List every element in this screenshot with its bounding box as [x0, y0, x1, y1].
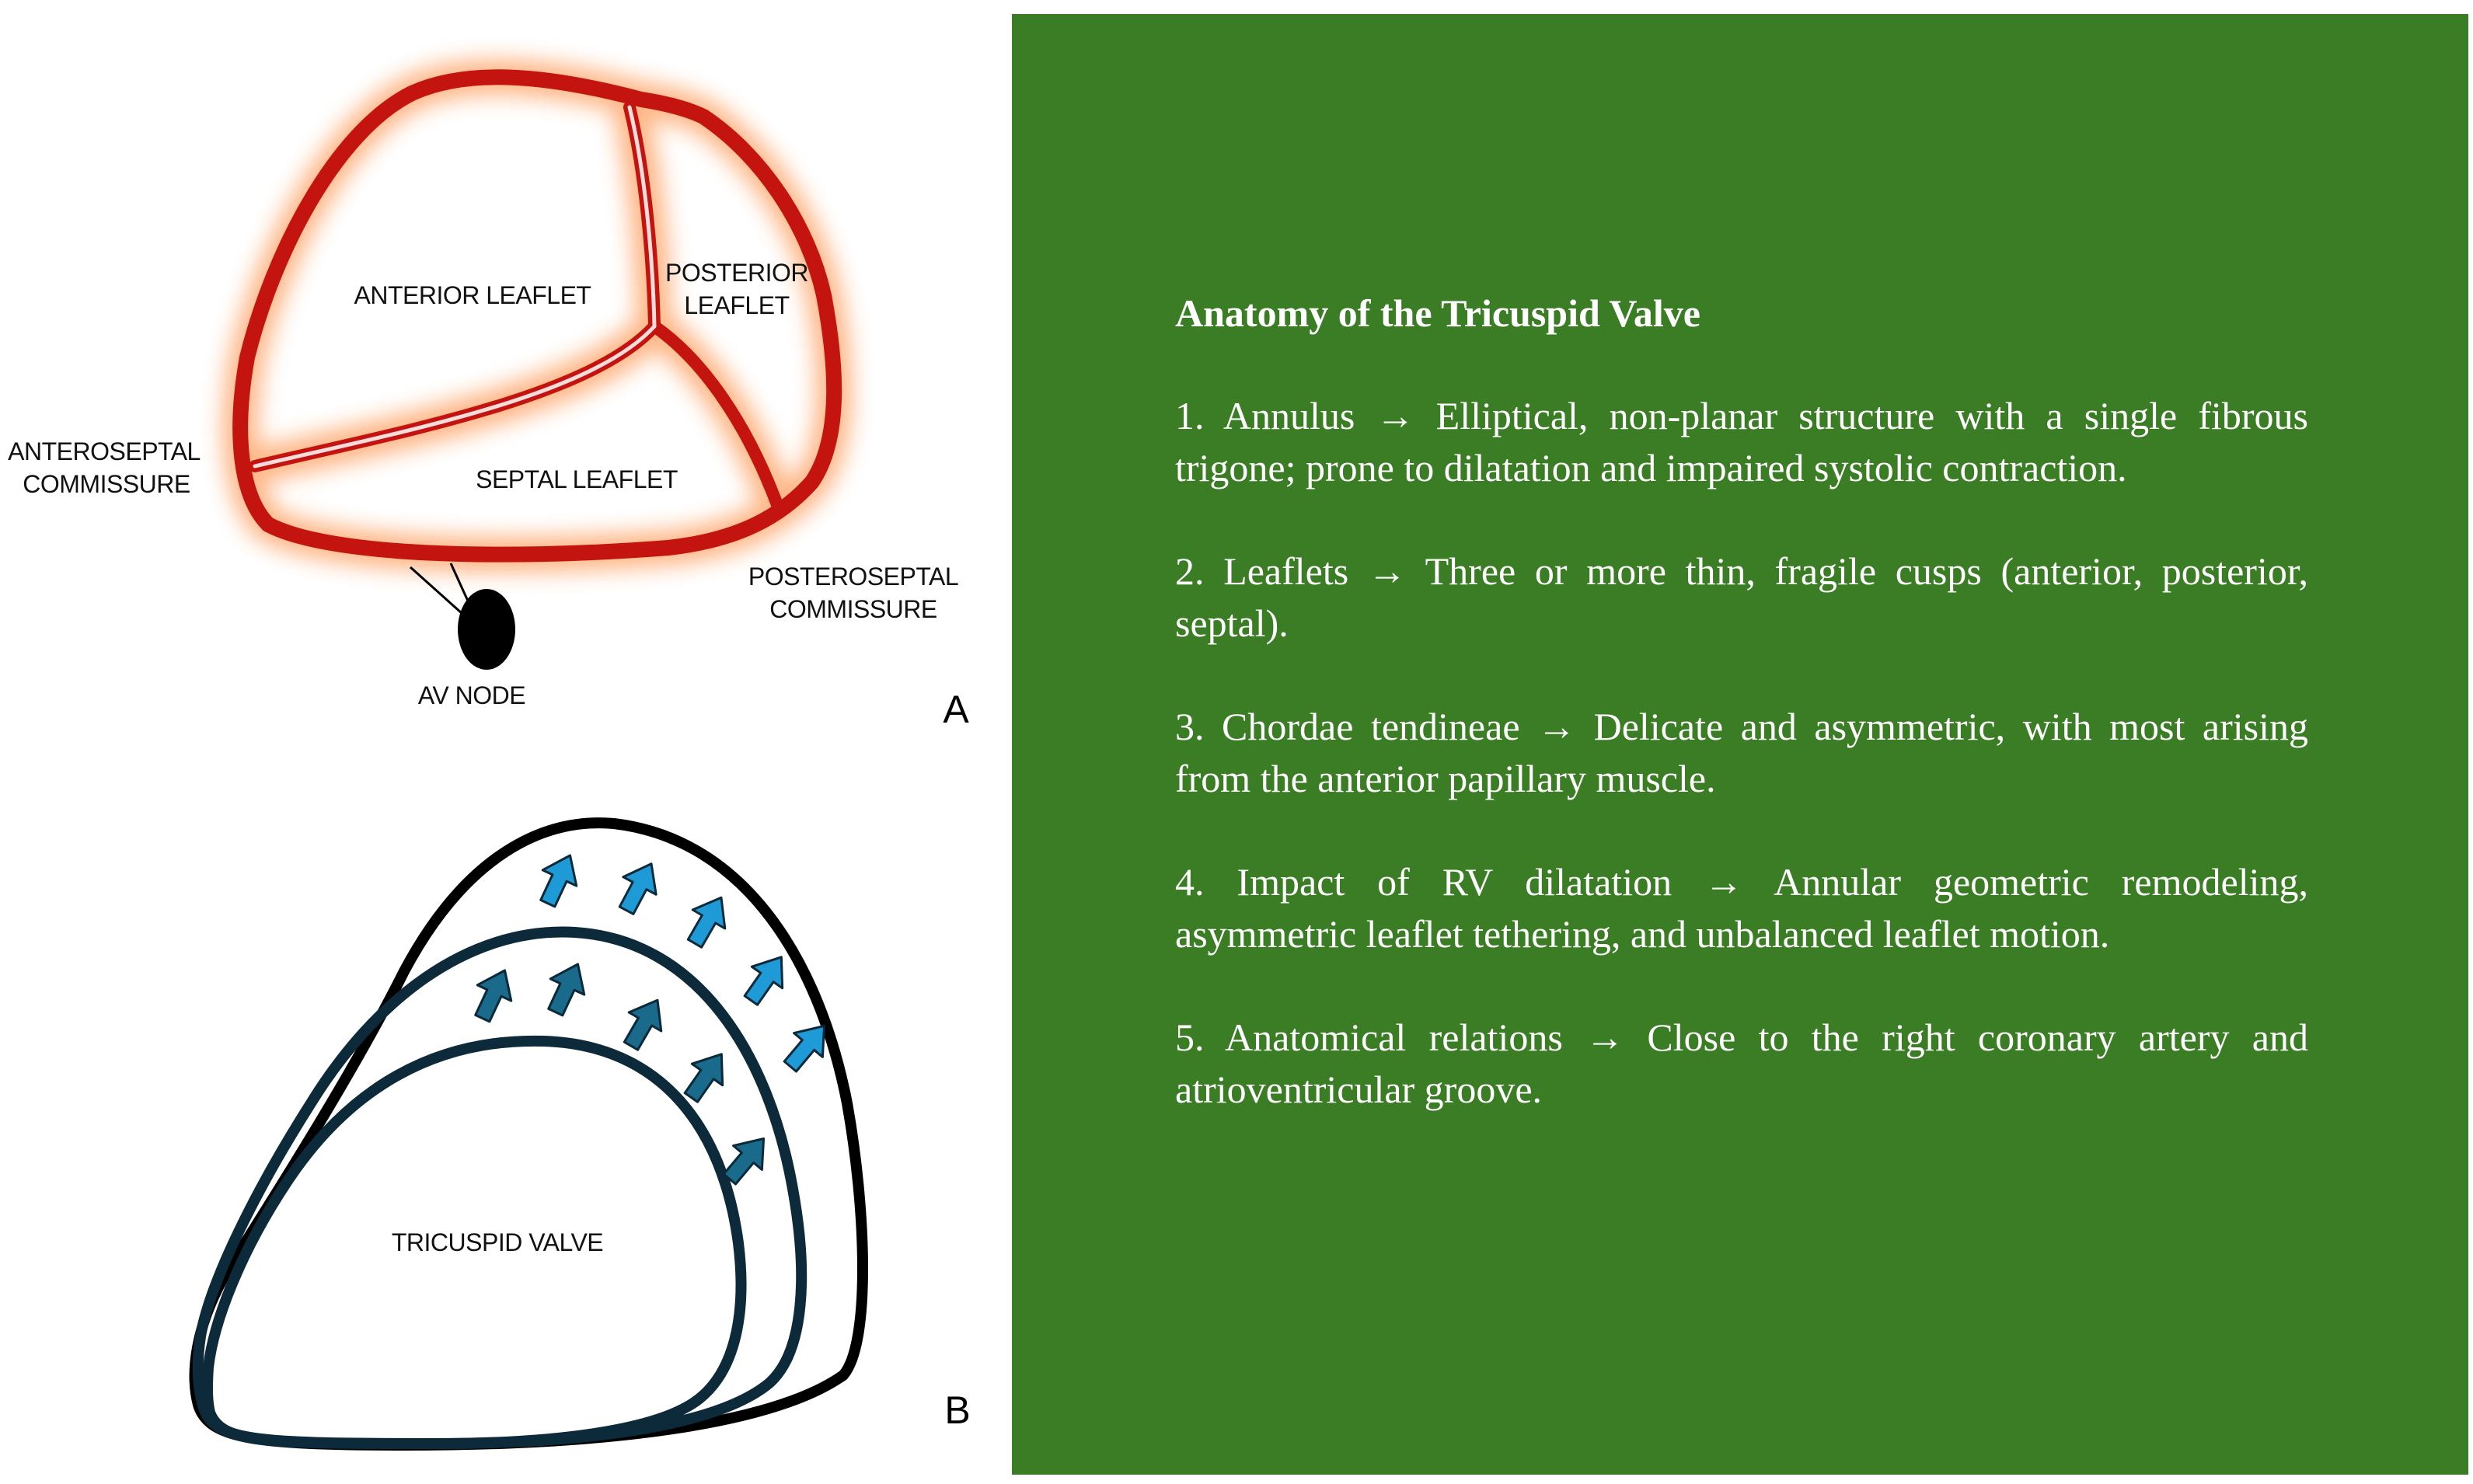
- anterior-leaflet-label: ANTERIOR LEAFLET: [354, 281, 591, 309]
- panel-b-letter: B: [944, 1388, 970, 1432]
- annulus-outline: [232, 69, 842, 563]
- info-item-leaflets: 2. Leaflets → Three or more thin, fragil…: [1175, 549, 2308, 645]
- arrow-icon: [618, 862, 657, 915]
- posterior-leaflet-label-line2: LEAFLET: [684, 291, 789, 319]
- panel-b-diagram: TRICUSPID VALVE B: [189, 817, 971, 1451]
- inner-dilation-arrows: [474, 963, 766, 1186]
- tricuspid-figure: ANTERIOR LEAFLET POSTERIOR LEAFLET SEPTA…: [8, 59, 971, 1451]
- tricuspid-valve-label: TRICUSPID VALVE: [392, 1228, 603, 1256]
- outer-dilation-arrows: [539, 854, 826, 1073]
- panel-a-diagram: ANTERIOR LEAFLET POSTERIOR LEAFLET SEPTA…: [8, 59, 969, 731]
- info-item-annulus: 1. Annulus → Elliptical, non-planar stru…: [1175, 394, 2308, 489]
- info-title: Anatomy of the Tricuspid Valve: [1175, 291, 1701, 335]
- arrow-icon: [783, 1024, 826, 1073]
- posteroseptal-commissure-label-line2: COMMISSURE: [769, 595, 937, 623]
- inner-valve-outline: [201, 1035, 747, 1449]
- arrow-icon: [683, 1053, 724, 1103]
- info-panel: Anatomy of the Tricuspid Valve 1. Annulu…: [1012, 14, 2468, 1475]
- av-node-label: AV NODE: [418, 681, 525, 709]
- arrow-icon: [547, 963, 586, 1017]
- posterior-leaflet-label-line1: POSTERIOR: [665, 259, 808, 287]
- arrow-icon: [539, 854, 578, 908]
- anteroseptal-commissure-label-line2: COMMISSURE: [23, 470, 190, 498]
- arrow-icon: [686, 896, 727, 949]
- posteroseptal-commissure-label-line1: POSTEROSEPTAL: [748, 563, 958, 590]
- info-content: Anatomy of the Tricuspid Valve 1. Annulu…: [1175, 287, 2308, 1167]
- info-item-anatomical-relations: 5. Anatomical relations → Close to the r…: [1175, 1015, 2308, 1111]
- info-item-chordae: 3. Chordae tendineae → Delicate and asym…: [1175, 705, 2308, 800]
- panel-a-letter: A: [943, 688, 969, 731]
- info-item-rv-dilatation: 4. Impact of RV dilatation → Annular geo…: [1175, 860, 2308, 956]
- av-node-pointer-line: [409, 566, 464, 615]
- arrow-icon: [474, 969, 513, 1023]
- arrow-icon: [743, 956, 784, 1006]
- arrow-icon: [722, 1137, 766, 1186]
- av-node-pointer-line-2: [449, 563, 472, 607]
- septal-leaflet-label: SEPTAL LEAFLET: [476, 465, 678, 493]
- anteroseptal-commissure-label-line1: ANTEROSEPTAL: [8, 437, 201, 465]
- av-node-shape: [458, 589, 515, 670]
- arrow-icon: [623, 998, 663, 1051]
